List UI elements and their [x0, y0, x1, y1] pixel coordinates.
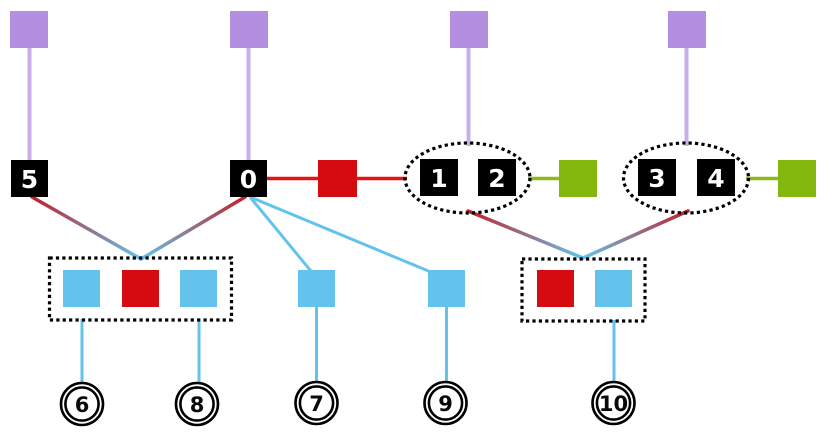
dotted-rect-group-1	[47, 256, 234, 322]
terminal-7-label: 7	[309, 392, 324, 416]
black-node-0	[230, 160, 267, 197]
edge-cyan-node0-to-square7	[248, 196, 317, 277]
terminal-node-10: 10	[591, 380, 636, 426]
black-node-0-label: 0	[240, 165, 257, 194]
black-node-1	[420, 159, 458, 196]
black-node-4	[697, 159, 735, 196]
terminal-node-9: 9	[423, 380, 468, 426]
black-node-4-label: 4	[707, 164, 724, 193]
dotted-ellipse-nodes-3-4	[621, 141, 751, 215]
terminal-8-label: 8	[190, 393, 205, 417]
terminal-6-inner-ring	[64, 386, 100, 422]
terminal-9-inner-ring	[427, 385, 464, 421]
red-square-group2	[537, 270, 574, 307]
terminal-node-8: 8	[174, 381, 220, 427]
black-node-1-label: 1	[430, 164, 447, 193]
cyan-square-group1-right	[180, 270, 217, 307]
cyan-square-standalone-2	[428, 270, 465, 307]
black-node-5	[11, 160, 48, 197]
black-node-2	[478, 159, 516, 196]
edge-layer	[27, 48, 780, 384]
terminal-8-outer-ring	[174, 381, 220, 427]
purple-square-2	[230, 11, 268, 48]
terminal-6-outer-ring	[59, 381, 105, 427]
group-outlines	[47, 141, 751, 323]
edge-gradient-ellipse1-to-group2	[466, 209, 585, 260]
black-node-2-label: 2	[488, 164, 505, 193]
terminal-7-inner-ring	[298, 385, 335, 421]
green-square-1	[559, 160, 597, 197]
terminal-10-outer-ring	[591, 380, 636, 426]
terminal-nodes: 6 8 7 9 10	[59, 380, 636, 427]
terminal-8-inner-ring	[179, 386, 215, 422]
black-node-3-label: 3	[648, 164, 665, 193]
terminal-node-7: 7	[294, 380, 339, 426]
terminal-9-label: 9	[438, 392, 453, 416]
cyan-square-group2	[595, 270, 632, 307]
green-square-2	[778, 160, 816, 197]
terminal-10-label: 10	[599, 392, 628, 416]
black-node-3	[638, 159, 676, 196]
edge-gradient-ellipse2-to-group2	[581, 209, 690, 260]
edge-gradient-node5-to-group1	[30, 195, 143, 261]
black-node-5-label: 5	[21, 165, 38, 194]
terminal-10-inner-ring	[595, 385, 632, 421]
purple-square-1	[10, 11, 48, 48]
edge-cyan-node0-to-square9	[249, 195, 439, 277]
dotted-rect-group-2	[520, 257, 647, 323]
cyan-square-standalone-1	[298, 270, 335, 307]
square-layer	[10, 11, 816, 307]
terminal-9-outer-ring	[423, 380, 468, 426]
purple-square-3	[450, 11, 488, 48]
dotted-ellipse-nodes-1-2	[403, 141, 532, 215]
red-square-middle	[318, 160, 357, 197]
node-labels: 5 0 1 2 3 4	[21, 164, 725, 194]
red-square-group1	[122, 270, 159, 307]
cyan-square-group1-left	[63, 270, 100, 307]
terminal-7-outer-ring	[294, 380, 339, 426]
purple-square-4	[668, 11, 706, 48]
terminal-node-6: 6	[59, 381, 105, 427]
terminal-6-label: 6	[75, 393, 90, 417]
edge-gradient-node0-to-group1	[139, 195, 247, 261]
